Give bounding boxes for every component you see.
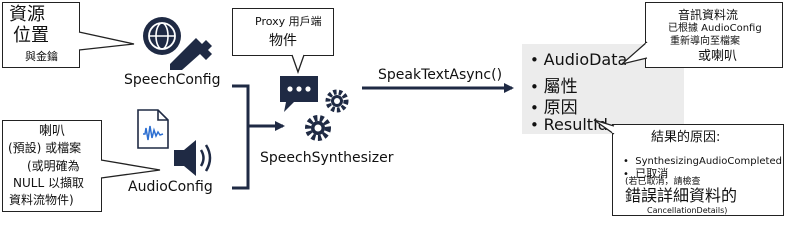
audioconfig-callout-line-2: (預設) 或檔案 <box>8 141 82 155</box>
audio-stream-callout-line-1: 音訊資料流 <box>678 8 739 22</box>
audio-stream-callout-line-2: 已根據 AudioConfig <box>668 23 762 34</box>
audioconfig-callout-line-4: NULL 以擷取 <box>13 176 84 190</box>
result-item-audiodata: • AudioData <box>530 50 628 69</box>
reason-callout-note-large: 錯誤詳細資料的 <box>625 186 738 205</box>
result-item-resultid: • ResultId <box>530 115 608 134</box>
reason-callout: 結果的原因: • SynthesizingAudioCompleted • 已取… <box>612 124 784 216</box>
reason-callout-pointer <box>593 119 615 135</box>
speaktextasync-label: SpeakTextAsync() <box>378 67 503 83</box>
audioconfig-callout: 喇叭 (預設) 或檔案 (或明確為 NULL 以擷取 資料流物件) <box>2 120 102 212</box>
speaker-icon <box>174 140 212 176</box>
reason-callout-note-small: CancellationDetails) <box>647 206 728 215</box>
gear-icon-large <box>305 115 331 141</box>
speechconfig-callout-pointer <box>78 31 135 51</box>
audioconfig-callout-line-1: 喇叭 <box>39 124 66 139</box>
result-item-label: AudioData <box>543 50 628 69</box>
audioconfig-callout-line-3: (或明確為 <box>27 159 80 173</box>
chat-bubble-icon <box>280 76 318 112</box>
proxy-callout-pointer <box>291 54 305 74</box>
speechconfig-callout: 資源 位置 與金鑰 <box>2 2 80 68</box>
globe-icon <box>143 17 181 55</box>
audioconfig-callout-pointer <box>100 159 161 179</box>
reason-bullet-canceled: • 已取消 <box>623 167 669 180</box>
audio-stream-callout: 音訊資料流 已根據 AudioConfig 重新導向至檔案 或喇叭 <box>645 2 783 68</box>
proxy-callout-line-2: 物件 <box>269 33 297 49</box>
result-item-label: ResultId <box>543 115 608 134</box>
result-item-reason: • 原因 <box>530 98 578 118</box>
speechconfig-label: SpeechConfig <box>124 72 221 88</box>
speechconfig-connector <box>232 84 250 190</box>
reason-callout-note: (若已取消，請檢查 <box>625 177 701 187</box>
audioconfig-label: AudioConfig <box>128 179 213 195</box>
audio-stream-callout-line-3: 重新導向至檔案 <box>670 36 740 47</box>
connector-layer <box>232 83 514 190</box>
reason-bullet-label: 已取消 <box>635 167 669 180</box>
result-item-label: 原因 <box>543 98 578 118</box>
reason-bullet-label: SynthesizingAudioCompleted <box>635 156 782 167</box>
audio-stream-callout-line-4: 或喇叭 <box>698 49 738 64</box>
audio-stream-callout-pointer <box>621 41 648 65</box>
proxy-callout: Proxy 用戶端 物件 <box>232 8 334 56</box>
audio-file-icon <box>137 109 169 149</box>
reason-bullet-completed: • SynthesizingAudioCompleted <box>623 156 782 167</box>
proxy-callout-line-1: Proxy 用戶端 <box>255 15 322 28</box>
result-item-properties: • 屬性 <box>530 77 578 97</box>
synthesizer-label: SpeechSynthesizer <box>260 150 394 166</box>
gear-icon <box>325 89 349 113</box>
speechconfig-callout-line-1: 資源 <box>9 4 45 25</box>
audioconfig-callout-line-5: 資料流物件) <box>9 193 74 207</box>
key-icon <box>170 38 212 70</box>
speechconfig-callout-line-2: 位置 <box>13 25 49 46</box>
reason-callout-title: 結果的原因: <box>651 130 721 145</box>
speechconfig-callout-line-3: 與金鑰 <box>25 50 58 63</box>
result-item-label: 屬性 <box>543 77 578 97</box>
